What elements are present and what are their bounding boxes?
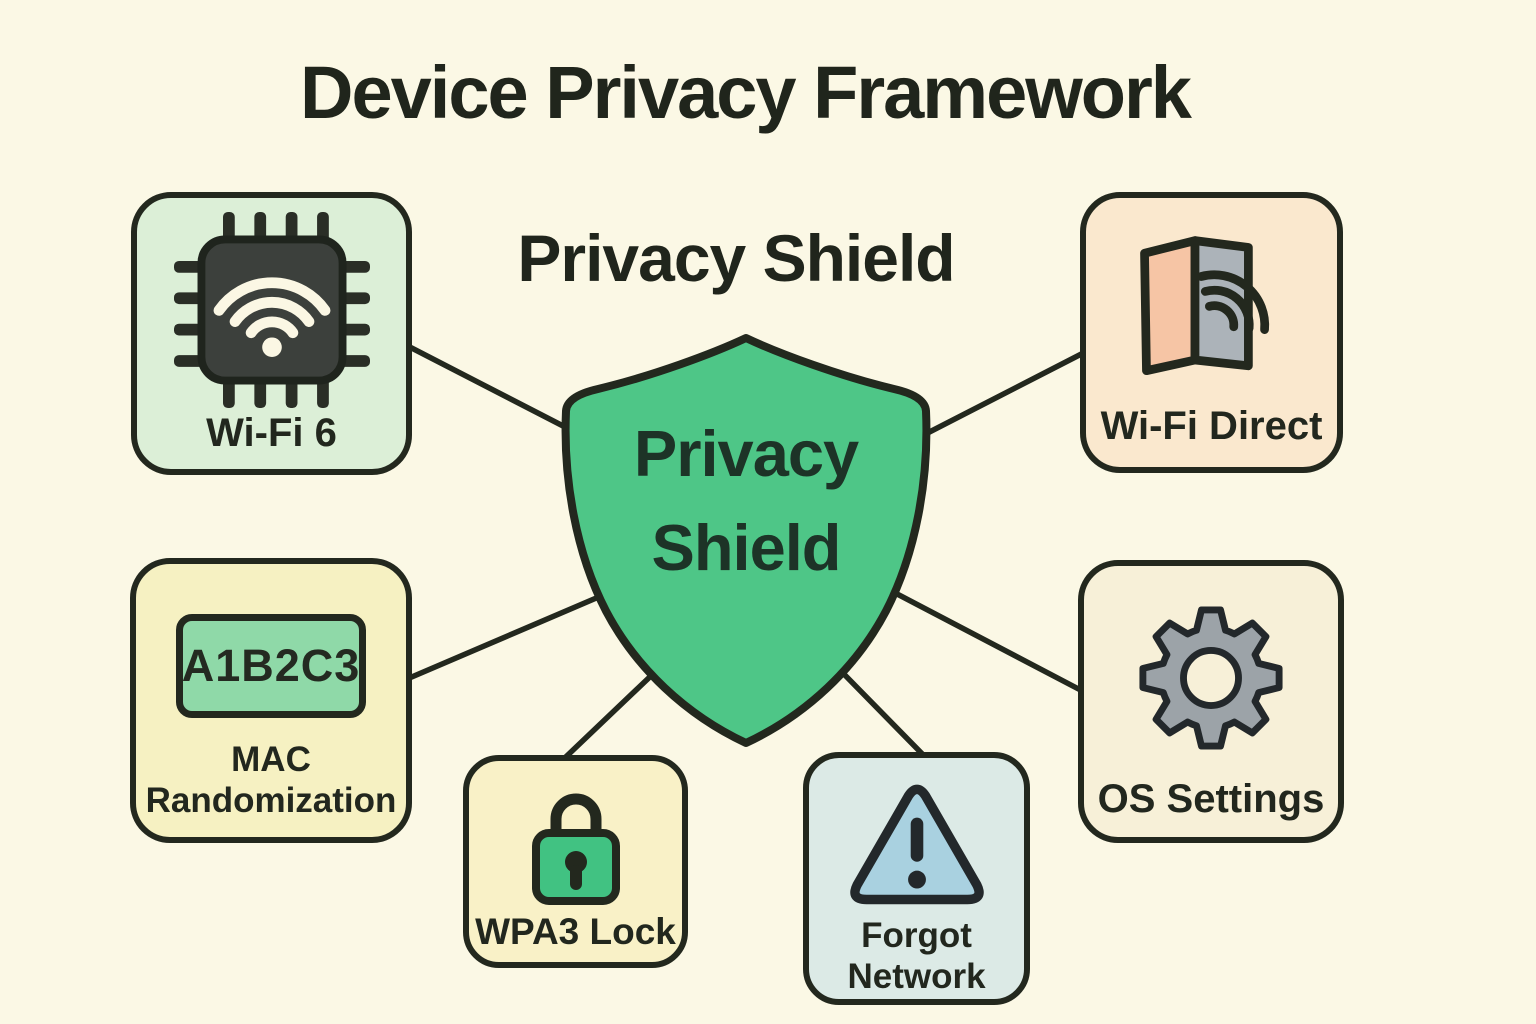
padlock-icon <box>531 793 620 905</box>
node-mac-randomization: A1B2C3 MAC Randomization <box>130 558 412 843</box>
license-plate-icon: A1B2C3 <box>176 614 366 718</box>
node-label: Forgot Network <box>847 916 986 996</box>
node-os-settings: OS Settings <box>1078 560 1344 843</box>
connector-os-shield <box>877 582 1093 698</box>
page-title: Device Privacy Framework <box>300 51 1192 134</box>
shield-icon <box>561 334 931 747</box>
privacy-shield-node: Privacy Shield <box>556 327 936 757</box>
node-forgot-network: Forgot Network <box>803 752 1030 1005</box>
shield-label: Privacy Shield <box>633 417 859 585</box>
node-wifi-direct: Wi-Fi Direct <box>1080 192 1343 473</box>
shield-heading: Privacy Shield <box>517 221 955 295</box>
shield-shape <box>561 334 931 747</box>
wifi-chip-icon <box>173 212 370 408</box>
warning-triangle-icon <box>849 784 984 905</box>
node-label: Wi-Fi Direct <box>1100 404 1323 448</box>
node-label: OS Settings <box>1097 777 1325 821</box>
node-wpa3-lock: WPA3 Lock <box>463 755 688 968</box>
node-label: MAC Randomization <box>145 740 397 820</box>
door-signal-icon <box>1140 236 1270 376</box>
node-wifi-6: Wi-Fi 6 <box>131 192 412 475</box>
plate-text: A1B2C3 <box>181 640 361 691</box>
gear-icon <box>1139 606 1283 750</box>
connector-mac-shield <box>397 587 618 685</box>
node-label: WPA3 Lock <box>475 911 676 952</box>
node-label: Wi-Fi 6 <box>206 411 337 455</box>
connector-wifidirect-shield <box>907 344 1098 445</box>
